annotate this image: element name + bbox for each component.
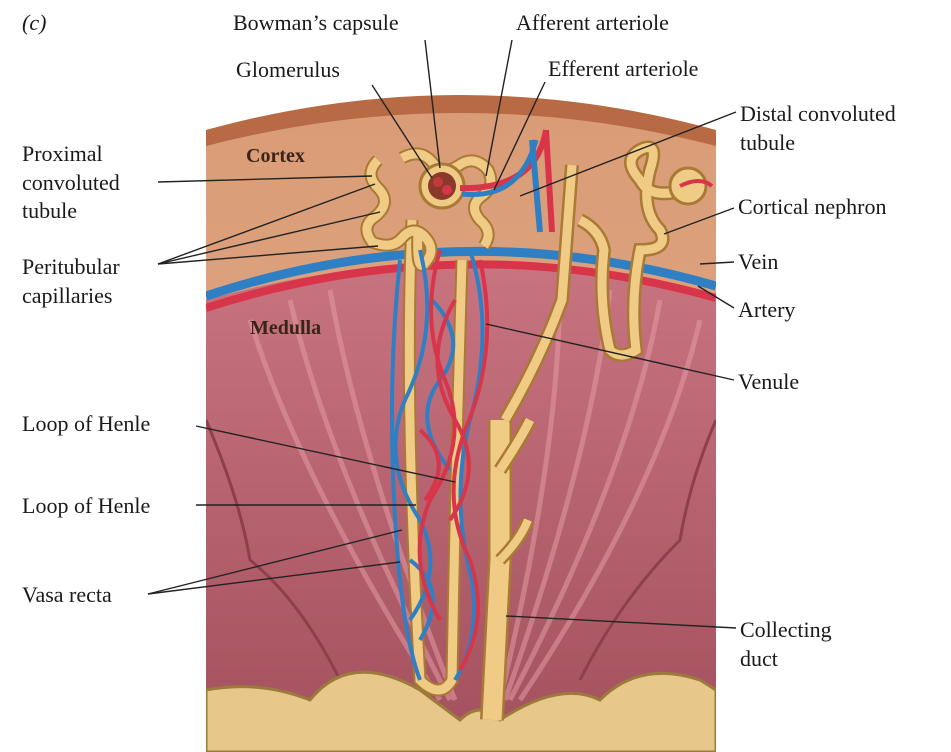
glomerulus-shape	[428, 172, 456, 200]
label-loop-of-henle-1: Loop of Henle	[22, 411, 150, 436]
cortex-label: Cortex	[246, 145, 305, 167]
label-vasa-recta: Vasa recta	[22, 582, 112, 607]
label-proximal-line3: tubule	[22, 198, 77, 223]
label-cortical-nephron: Cortical nephron	[738, 194, 886, 219]
label-efferent-arteriole: Efferent arteriole	[548, 56, 698, 81]
label-collecting-line1: Collecting	[740, 617, 832, 642]
label-distal-line2: tubule	[740, 130, 795, 155]
label-bowmans-capsule: Bowman’s capsule	[233, 10, 399, 35]
label-peritubular-line1: Peritubular	[22, 254, 120, 279]
label-proximal-line1: Proximal	[22, 141, 103, 166]
label-venule: Venule	[738, 369, 799, 394]
label-distal-line1: Distal convoluted	[740, 101, 896, 126]
label-peritubular-line2: capillaries	[22, 283, 112, 308]
label-vein: Vein	[738, 249, 778, 274]
label-collecting-line2: duct	[740, 646, 778, 671]
label-loop-of-henle-2: Loop of Henle	[22, 493, 150, 518]
label-proximal-line2: convoluted	[22, 170, 120, 195]
medulla-label: Medulla	[250, 317, 321, 339]
label-artery: Artery	[738, 297, 795, 322]
panel-letter: (c)	[22, 10, 46, 35]
label-afferent-arteriole: Afferent arteriole	[516, 10, 669, 35]
label-glomerulus: Glomerulus	[236, 57, 340, 82]
